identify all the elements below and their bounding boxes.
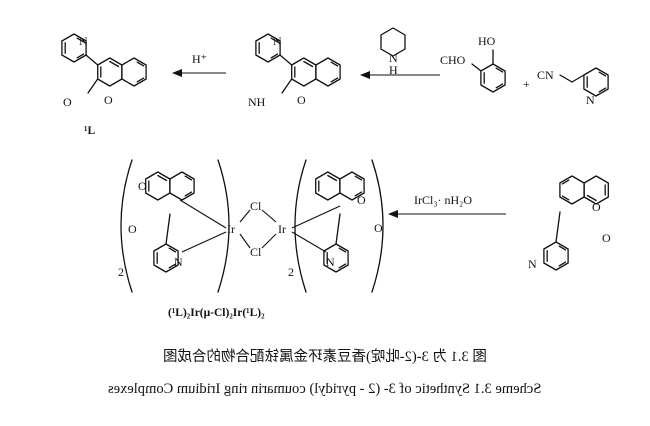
atom-o-dimer-right-carbonyl: O xyxy=(374,221,383,235)
atom-n-dimer-left: N xyxy=(174,255,183,269)
atom-o-dimer-left-carbonyl: O xyxy=(128,222,137,236)
scheme-caption-chinese-text: 图 3.1 为 3-(2-吡啶)香豆素环金属铱配合物的合成图 xyxy=(163,349,487,365)
atom-ir-left: Ir xyxy=(227,222,235,236)
atom-o-dimer-left-ring: O xyxy=(138,179,147,193)
atom-o-reactant-ring: O xyxy=(592,200,601,214)
reagent-acid: H⁺ xyxy=(192,52,207,66)
atom-o-ligand-carbonyl: O xyxy=(63,95,72,109)
atom-nh-imine: NH xyxy=(248,95,266,109)
atom-oh: HO xyxy=(478,34,496,48)
bracket-count-left: 2 xyxy=(118,265,124,279)
atom-cn: CN xyxy=(537,68,554,82)
atom-n-imine-pyridine: N xyxy=(273,34,282,48)
bracket-count-right: 2 xyxy=(288,265,294,279)
atom-o-reactant-carbonyl: O xyxy=(602,231,611,245)
atom-n-piperidine: N xyxy=(389,51,398,65)
atom-n-pyridylacetonitrile: N xyxy=(586,93,595,107)
atom-o-imine-ring: O xyxy=(297,93,306,107)
scheme-caption-english-text: Scheme 3.1 Synthetic of 3- (2 - pyridyl)… xyxy=(108,381,542,397)
atom-cho: CHO xyxy=(440,53,466,67)
arrow-acid: H⁺ xyxy=(172,52,226,77)
atom-n-dimer-right: N xyxy=(326,255,335,269)
dimer-structure: 2 2 O O N O O N Ir Ir Cl Cl (¹L)₂Ir(μ-Cl… xyxy=(118,159,384,319)
atom-ir-right: Ir xyxy=(278,222,286,236)
pyridylacetonitrile-structure: CN N xyxy=(537,67,609,107)
imine-intermediate-structure: N NH O xyxy=(248,33,341,109)
atom-o-ligand-ring: O xyxy=(104,93,113,107)
ligand-reactant-structure: O O N xyxy=(528,175,611,271)
atom-cl-top: Cl xyxy=(250,199,262,213)
atom-o-dimer-right-ring: O xyxy=(357,193,366,207)
atom-cl-bottom: Cl xyxy=(250,245,262,259)
atom-h-piperidine: H xyxy=(389,63,398,77)
arrow-iridium: IrCl₃· nH₂O xyxy=(388,193,506,218)
arrow-piperidine xyxy=(360,71,440,79)
atom-n-reactant: N xyxy=(528,257,537,271)
scheme-caption-english: Scheme 3.1 Synthetic of 3- (2 - pyridyl)… xyxy=(0,381,650,398)
atom-n-ligand: N xyxy=(79,34,88,48)
scheme-caption-chinese: 图 3.1 为 3-(2-吡啶)香豆素环金属铱配合物的合成图 xyxy=(0,345,650,366)
piperidine-structure: N H xyxy=(380,27,406,77)
ligand-label: ¹L xyxy=(84,125,95,137)
salicylaldehyde-structure: HO CHO xyxy=(440,34,506,93)
ligand-1L-structure: N O O ¹L xyxy=(61,33,147,137)
reagent-plus: + xyxy=(523,77,530,91)
dimer-label: (¹L)₂Ir(μ-Cl)₂Ir(¹L)₂ xyxy=(168,307,265,319)
reagent-iridium-salt: IrCl₃· nH₂O xyxy=(414,193,472,207)
